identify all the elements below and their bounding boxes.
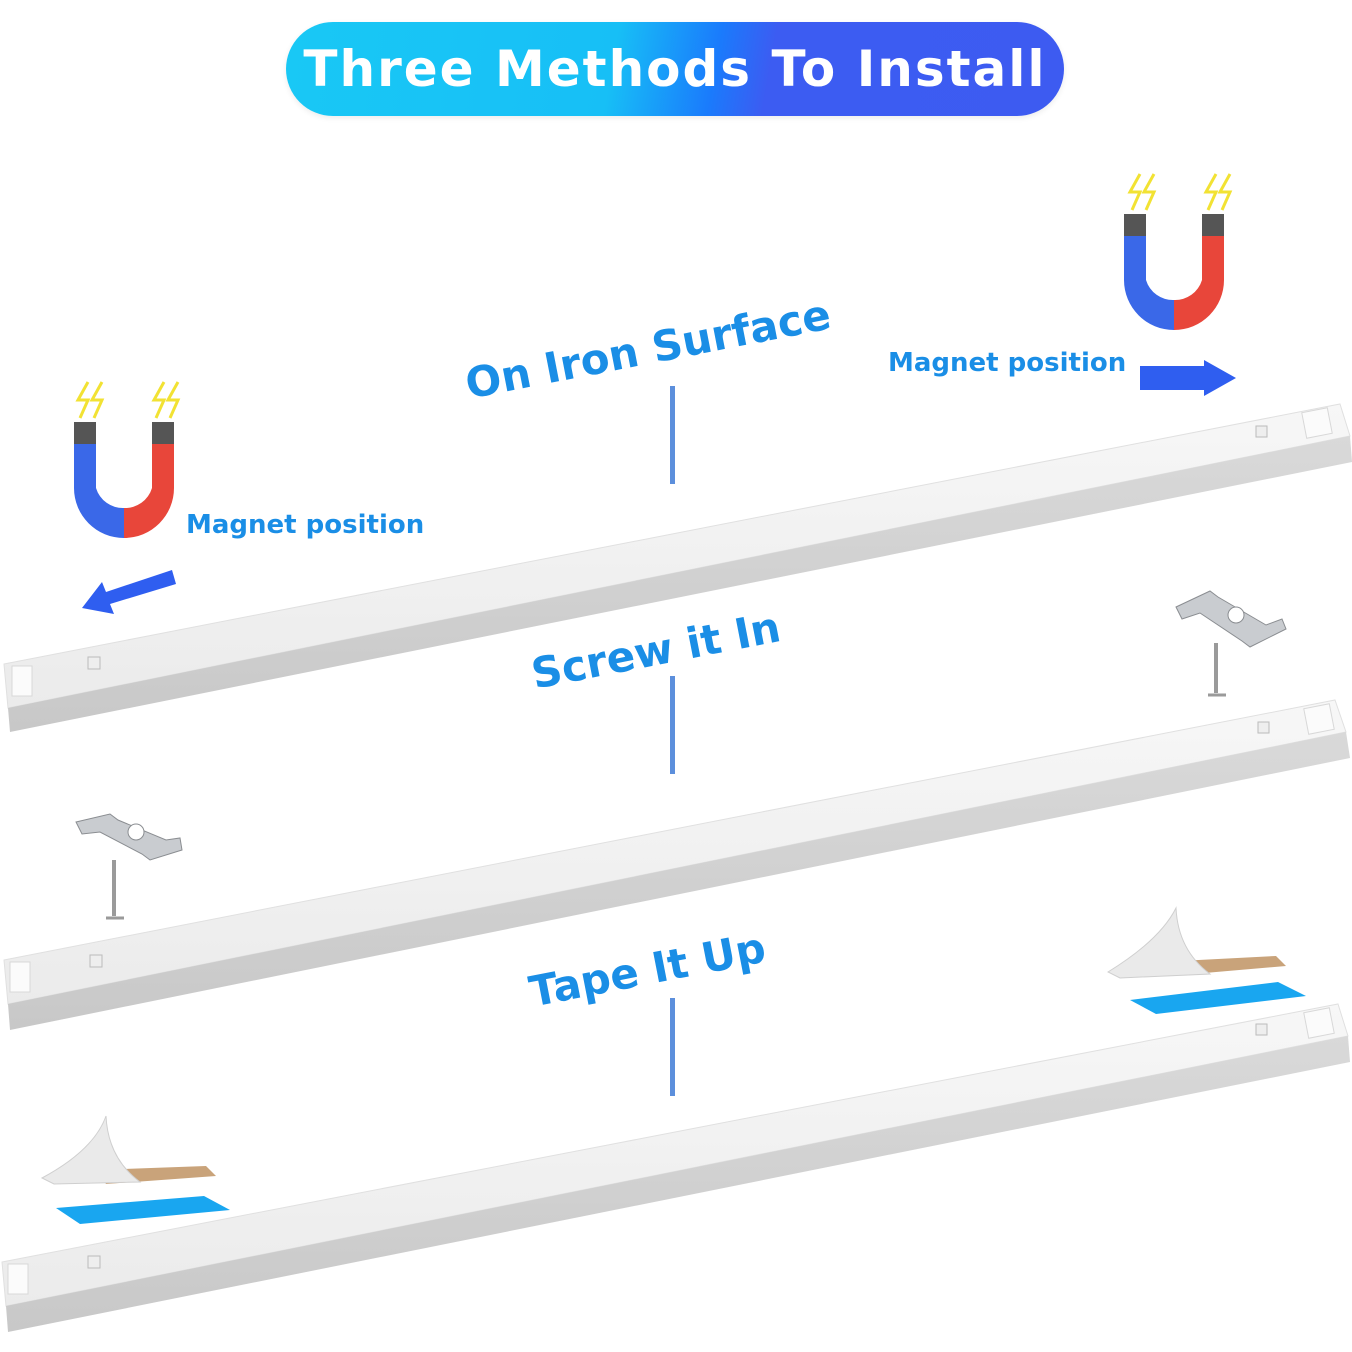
page-title: Three Methods To Install (303, 40, 1047, 98)
light-bar-1 (3, 403, 1352, 732)
clip-and-screw-icon (75, 813, 183, 920)
magnet-icon (1124, 173, 1233, 330)
light-bar-3 (1, 1003, 1350, 1332)
light-bar-2 (3, 699, 1350, 1030)
divider-line (670, 998, 675, 1096)
adhesive-tape-icon (40, 1115, 230, 1224)
adhesive-tape-icon (1106, 906, 1306, 1014)
magnet-position-label-left: Magnet position (186, 510, 425, 540)
divider-line (670, 676, 675, 774)
clip-and-screw-icon (1175, 590, 1287, 697)
arrow-down-left-icon (82, 570, 176, 614)
title-banner: Three Methods To Install (286, 22, 1064, 116)
divider-line (670, 386, 675, 484)
arrow-right-icon (1140, 360, 1236, 396)
magnet-position-label-right: Magnet position (888, 348, 1127, 378)
magnet-icon (74, 381, 181, 538)
